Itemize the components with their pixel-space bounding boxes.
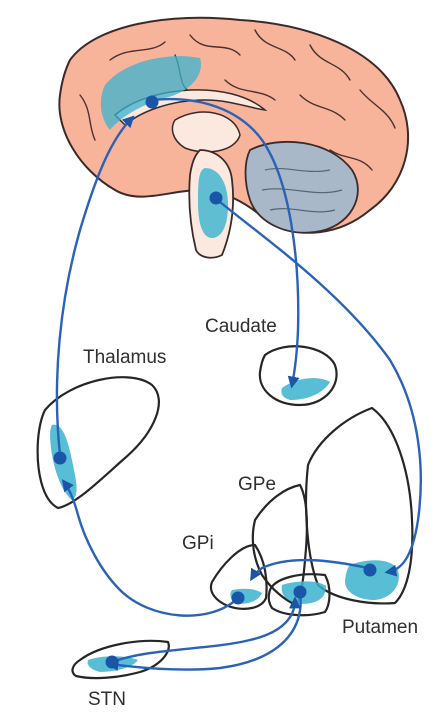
gpi-node xyxy=(232,592,245,605)
brain-illustration xyxy=(59,18,408,258)
thalamus-label: Thalamus xyxy=(83,347,166,368)
stn-node xyxy=(106,656,119,669)
cortex-node xyxy=(146,96,159,109)
caudate-nucleus xyxy=(260,346,337,405)
brainstem-node xyxy=(210,192,223,205)
gpe-label: GPe xyxy=(238,474,276,495)
thalamus-node xyxy=(54,452,67,465)
gpi-label: GPi xyxy=(182,533,214,554)
stn-label: STN xyxy=(88,689,126,710)
inner-region-node xyxy=(294,586,307,599)
caudate-label: Caudate xyxy=(205,316,277,337)
putamen-node xyxy=(364,564,377,577)
putamen-label: Putamen xyxy=(342,617,418,638)
